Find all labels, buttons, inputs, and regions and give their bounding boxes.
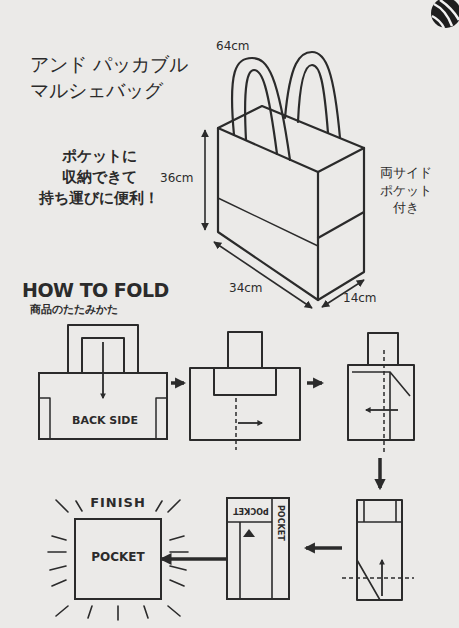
dimension-arrows xyxy=(205,130,364,308)
cord xyxy=(431,0,459,28)
step4-fold-arrow xyxy=(381,560,383,596)
front-pocket-edge xyxy=(218,198,318,246)
feature-note: ポケットに 収納できて 持ち運びに便利！ xyxy=(28,146,170,209)
finish-burst-lines xyxy=(48,500,188,620)
step3-flap xyxy=(352,372,410,440)
step2-handles xyxy=(228,332,262,368)
bag-opening xyxy=(218,106,364,148)
height-arrow xyxy=(204,130,206,230)
cord-knot xyxy=(431,0,459,28)
bag-side-gusset xyxy=(318,148,364,300)
back-handle-inner xyxy=(298,65,328,133)
step-arrow xyxy=(307,381,322,385)
step-arrow xyxy=(306,546,342,550)
side-label: BACK SIDE xyxy=(40,414,170,428)
step3-body xyxy=(348,365,414,440)
cord-twist xyxy=(432,0,459,28)
dimension-label: 64cm xyxy=(216,39,250,54)
width-arrow xyxy=(214,242,312,308)
section-subheading: 商品のたたみかた xyxy=(30,303,118,317)
pocket-note: 両サイド ポケット 付き xyxy=(366,164,446,217)
side-pocket-edge xyxy=(318,212,364,238)
step2-fold-line xyxy=(235,398,237,450)
fold-step-box: BACK SIDE xyxy=(38,372,168,440)
step4-folds xyxy=(357,500,402,600)
fold-step-box: POCKETPOCKET xyxy=(226,497,290,600)
step-arrow xyxy=(162,557,226,561)
step2-fold-arrow xyxy=(238,422,262,424)
front-handle-inner xyxy=(245,70,277,154)
step5-folds xyxy=(226,497,272,600)
step3-fold-line xyxy=(383,350,385,452)
step4-body xyxy=(357,500,402,600)
finish-heading: FINISH xyxy=(70,495,166,511)
finish-box: FINISHPOCKET xyxy=(74,518,162,600)
pocket-label: POCKET xyxy=(229,505,273,515)
step2-folded-handle xyxy=(214,368,276,395)
step-arrow xyxy=(171,381,184,385)
step1-fold-arrow xyxy=(102,342,104,398)
pocket-label: POCKET xyxy=(76,550,160,565)
step3-handles xyxy=(368,333,398,365)
dimension-label: 36cm xyxy=(160,171,194,186)
step4-fold-line xyxy=(342,577,414,579)
tote-bag-drawing xyxy=(218,52,364,300)
pocket-tag-arrow xyxy=(243,529,255,537)
bag-title: アンド パッカブル マルシェバッグ xyxy=(30,52,245,103)
front-handle xyxy=(232,58,290,160)
fold-steps xyxy=(38,325,414,620)
back-handle xyxy=(285,52,340,138)
dimension-label: 14cm xyxy=(343,291,377,306)
bag-front-face xyxy=(218,128,318,300)
step-arrow xyxy=(378,458,382,488)
step3-fold-arrow xyxy=(366,409,398,411)
section-heading: HOW TO FOLD xyxy=(22,279,169,303)
step2-body xyxy=(190,368,300,440)
pocket-label: POCKET xyxy=(275,505,285,541)
dimension-label: 34cm xyxy=(229,281,263,296)
